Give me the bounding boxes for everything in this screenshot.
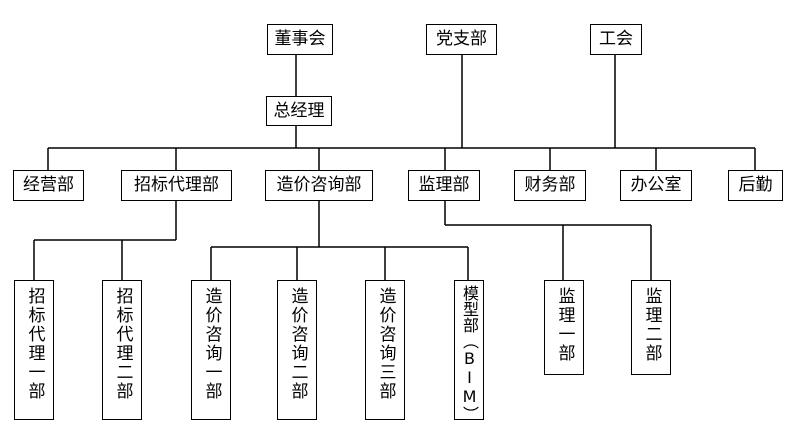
office-dept-label: 办公室: [630, 175, 682, 195]
board-box: 董事会: [267, 24, 333, 55]
cost-consulting-1-box: 造价咨询一部: [191, 280, 231, 420]
operations-dept-box: 经营部: [13, 170, 84, 201]
general-manager-box: 总经理: [266, 96, 332, 126]
bidding-agency-1-label: 招标代理一部: [24, 287, 45, 401]
finance-dept-box: 财务部: [514, 170, 586, 201]
model-dept-bim-label: 模型部（BIM）: [460, 285, 479, 422]
supervision-dept-label: 监理部: [418, 175, 470, 195]
cost-consulting-3-box: 造价咨询三部: [365, 280, 405, 420]
operations-dept-label: 经营部: [23, 175, 74, 195]
party-branch-label: 党支部: [436, 29, 487, 49]
general-manager-label: 总经理: [273, 100, 325, 121]
board-label: 董事会: [274, 29, 326, 49]
supervision-1-box: 监理一部: [544, 280, 584, 375]
supervision-2-label: 监理二部: [641, 287, 662, 363]
supervision-dept-box: 监理部: [408, 170, 480, 201]
bidding-agency-2-label: 招标代理二部: [112, 287, 133, 401]
cost-consulting-dept-label: 造价咨询部: [276, 175, 362, 195]
union-box: 工会: [590, 24, 642, 55]
logistics-dept-label: 后勤: [738, 175, 773, 195]
cost-consulting-2-box: 造价咨询二部: [277, 280, 317, 420]
supervision-2-box: 监理二部: [631, 280, 671, 375]
cost-consulting-3-label: 造价咨询三部: [375, 287, 396, 401]
bidding-agency-2-box: 招标代理二部: [102, 280, 142, 420]
supervision-1-label: 监理一部: [554, 287, 575, 363]
bidding-agency-1-box: 招标代理一部: [14, 280, 54, 420]
cost-consulting-1-label: 造价咨询一部: [201, 287, 222, 401]
finance-dept-label: 财务部: [524, 175, 576, 195]
party-branch-box: 党支部: [426, 24, 497, 55]
bidding-agency-dept-label: 招标代理部: [134, 175, 219, 195]
cost-consulting-dept-box: 造价咨询部: [265, 170, 373, 201]
logistics-dept-box: 后勤: [728, 170, 783, 201]
model-dept-bim-box: 模型部（BIM）: [454, 280, 484, 422]
cost-consulting-2-label: 造价咨询二部: [287, 287, 308, 401]
bidding-agency-dept-box: 招标代理部: [121, 170, 232, 201]
union-label: 工会: [599, 29, 633, 49]
office-dept-box: 办公室: [620, 170, 692, 201]
